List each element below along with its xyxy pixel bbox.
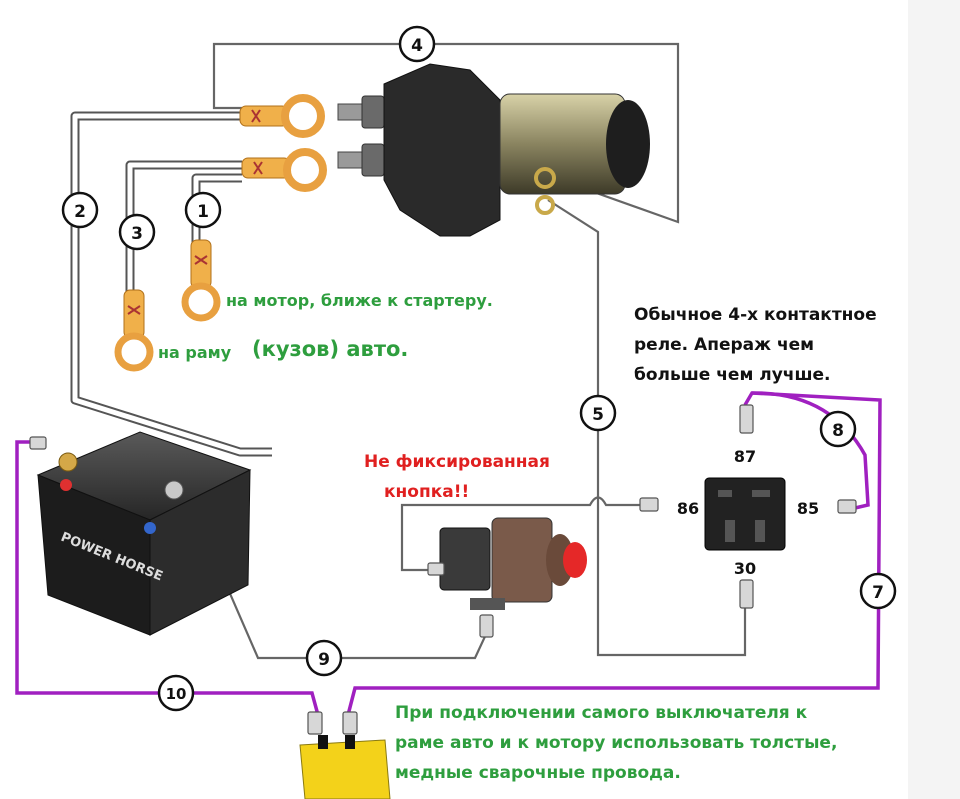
circle-label-5: 5: [579, 394, 617, 432]
button-note-line-2: кнопка!!: [384, 482, 470, 502]
relay-pin-85: 85: [797, 499, 819, 518]
ring-terminal-frame: [114, 289, 154, 372]
svg-text:2: 2: [74, 202, 86, 222]
motor-note: на мотор, ближе к стартеру.: [226, 291, 493, 310]
bottom-note-line-3: медные сварочные провода.: [395, 763, 681, 783]
battery: POWER HORSE: [36, 431, 252, 636]
relay-pin-87: 87: [734, 447, 756, 466]
svg-text:8: 8: [832, 421, 844, 441]
svg-text:4: 4: [411, 36, 423, 56]
frame-note-a: на раму: [158, 343, 232, 362]
circle-label-10: 10: [157, 674, 195, 712]
circle-label-7: 7: [859, 572, 897, 610]
circle-label-3: 3: [118, 213, 156, 251]
push-button: [439, 517, 587, 610]
ring-terminal-motor: [181, 239, 221, 322]
wire-4: [212, 42, 680, 224]
circle-label-2: 2: [61, 191, 99, 229]
relay: [704, 477, 786, 551]
circle-label-1: 1: [184, 191, 222, 229]
page-right-margin: [908, 0, 960, 799]
svg-text:10: 10: [166, 685, 187, 703]
wire-7: [346, 391, 882, 716]
wire-10: [15, 440, 320, 716]
bottom-note-line-1: При подключении самого выключателя к: [395, 703, 808, 723]
circle-label-8: 8: [819, 410, 857, 448]
circle-label-4: 4: [398, 25, 436, 63]
wire-3-inner: [127, 162, 242, 295]
wire-2-inner: [72, 113, 272, 455]
relay-pin-30: 30: [734, 559, 756, 578]
ring-terminal-top: [239, 94, 325, 138]
button-note-line-1: Не фиксированная: [364, 452, 550, 472]
ring-terminal-second: [241, 148, 327, 192]
frame-note-b: (кузов) авто.: [252, 337, 409, 361]
wire-button-86: [400, 496, 640, 572]
fuse: [299, 735, 391, 799]
svg-text:3: 3: [131, 224, 143, 244]
svg-text:9: 9: [318, 650, 330, 670]
spade-terminals: [29, 404, 857, 735]
wire-5: [547, 199, 747, 657]
relay-note-line-2: реле. Апераж чем: [634, 335, 815, 355]
circle-label-9: 9: [305, 639, 343, 677]
svg-text:5: 5: [592, 405, 604, 425]
relay-note-line-1: Обычное 4-х контактное: [634, 305, 877, 325]
relay-pin-86: 86: [677, 499, 699, 518]
starter-solenoid: [337, 63, 650, 237]
svg-text:7: 7: [872, 583, 884, 603]
bottom-note-line-2: раме авто и к мотору использовать толсты…: [395, 733, 838, 753]
relay-note-line-3: больше чем лучше.: [634, 365, 831, 385]
svg-text:1: 1: [197, 202, 209, 222]
